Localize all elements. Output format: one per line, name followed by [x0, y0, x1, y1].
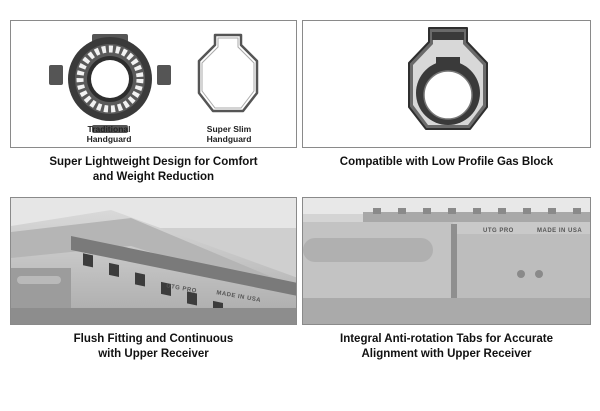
traditional-handguard-icon [49, 34, 171, 133]
slim-label-line1: Super Slim [206, 124, 252, 134]
anti-rotation-photo [303, 198, 590, 324]
flush-fitting-photo [11, 198, 296, 324]
anti-rotation-panel: UTG PRO MADE IN USA [302, 197, 591, 325]
caption-lightweight-design: Super Lightweight Design for Comfort and… [10, 155, 297, 185]
anti-rotation-tab-icon [451, 224, 457, 300]
caption-anti-rotation: Integral Anti-rotation Tabs for Accurate… [302, 332, 591, 362]
caption-flush-fitting: Flush Fitting and Continuous with Upper … [10, 332, 297, 362]
slim-label-line2: Handguard [206, 134, 252, 144]
caption-line1: Compatible with Low Profile Gas Block [339, 156, 554, 168]
screw-icon [535, 270, 543, 278]
traditional-label-line1: Traditional [87, 124, 131, 134]
caption-gas-block: Compatible with Low Profile Gas Block [302, 155, 591, 170]
super-slim-handguard-icon [197, 33, 259, 113]
gas-block-illustration [408, 27, 488, 130]
caption-line1: Super Lightweight Design for Comfort [49, 156, 258, 168]
caption-line2: Alignment with Upper Receiver [361, 348, 532, 360]
caption-line2: with Upper Receiver [98, 348, 209, 360]
engraving-made-in-usa: MADE IN USA [537, 228, 583, 234]
handguard-profile-with-gas-block-icon [408, 27, 488, 130]
engraving-utg-pro: UTG PRO [483, 228, 514, 234]
caption-line2: and Weight Reduction [92, 171, 215, 183]
handguard-comparison-panel: Traditional Handguard Super Slim Handgua… [10, 20, 297, 148]
caption-line1: Flush Fitting and Continuous [73, 333, 234, 345]
super-slim-handguard-label: Super Slim Handguard [189, 124, 269, 144]
flush-fitting-panel: UTG PRO MADE IN USA [10, 197, 297, 325]
traditional-label-line2: Handguard [86, 134, 132, 144]
handguard-comparison-illustration [49, 33, 259, 133]
gas-block-panel [302, 20, 591, 148]
caption-line1: Integral Anti-rotation Tabs for Accurate [340, 333, 553, 345]
traditional-handguard-label: Traditional Handguard [69, 124, 149, 144]
top-rail-icon [363, 208, 590, 222]
screw-icon [517, 270, 525, 278]
